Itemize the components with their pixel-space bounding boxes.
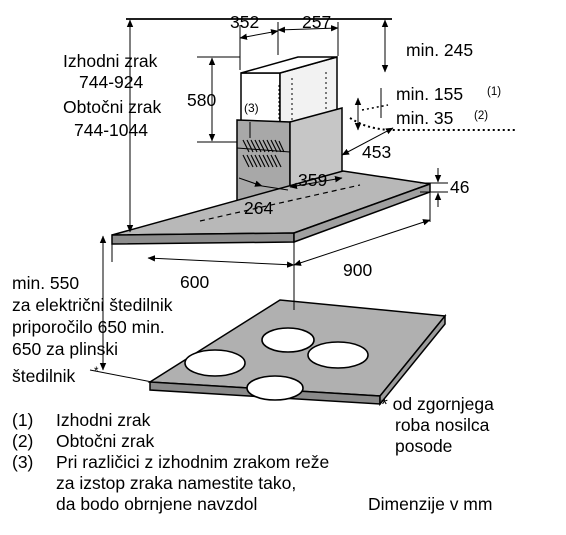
burner-back-left [261, 327, 315, 353]
dim-min-155: min. 155 [396, 84, 463, 104]
legend-3-text: Pri različici z izhodnim zrakom reže [56, 452, 329, 472]
dim-352: 352 [230, 12, 259, 32]
legend-2-num: (2) [12, 431, 33, 451]
footnote-line3: posode [395, 436, 452, 456]
min-height-asterisk: * [94, 366, 99, 378]
legend-1-num: (1) [12, 410, 33, 430]
footnote-line1: * od zgornjega [381, 394, 494, 414]
legend-3-cont1: za izstop zraka namestite tako, [56, 473, 296, 493]
legend-3-num: (3) [12, 452, 33, 472]
dimension-lines [89, 19, 515, 383]
cooktop [147, 299, 447, 407]
legend-2-text: Obtočni zrak [56, 431, 154, 451]
dim-264: 264 [244, 198, 273, 218]
dim-359: 359 [298, 170, 327, 190]
hood-canopy [111, 170, 431, 245]
min-height-line1: min. 550 [12, 273, 79, 293]
min-height-line3: priporočilo 650 min. [12, 317, 165, 337]
dim-min-35: min. 35 [396, 108, 453, 128]
dim-580: 580 [187, 90, 216, 110]
units-note: Dimenzije v mm [368, 494, 492, 514]
legend-1-text: Izhodni zrak [56, 410, 151, 430]
label-3: (3) [244, 101, 259, 115]
min-height-line2: za električni štedilnik [12, 295, 173, 315]
dim-453: 453 [362, 142, 391, 162]
footnote-line2: roba nosilca [395, 415, 490, 435]
legend-3-cont2: da bodo obrnjene navzdol [56, 494, 257, 514]
burner-back-right [307, 341, 369, 369]
dim-257: 257 [302, 12, 331, 32]
recirc-label: Obtočni zrak [63, 97, 161, 117]
exhaust-label: Izhodni zrak [63, 51, 158, 71]
dim-46: 46 [450, 177, 469, 197]
burner-front-right [246, 375, 304, 401]
dim-min-245: min. 245 [406, 40, 473, 60]
sup-2: (2) [474, 110, 488, 122]
exhaust-slots [242, 139, 285, 168]
exhaust-range: 744-924 [79, 72, 143, 92]
dim-600: 600 [180, 272, 209, 292]
recirc-range: 744-1044 [74, 120, 148, 140]
min-height-line5: štedilnik [12, 366, 75, 386]
sup-1: (1) [487, 86, 501, 98]
min-height-line4: 650 za plinski [12, 339, 118, 359]
burner-front-left [184, 349, 246, 377]
dim-900: 900 [343, 260, 372, 280]
